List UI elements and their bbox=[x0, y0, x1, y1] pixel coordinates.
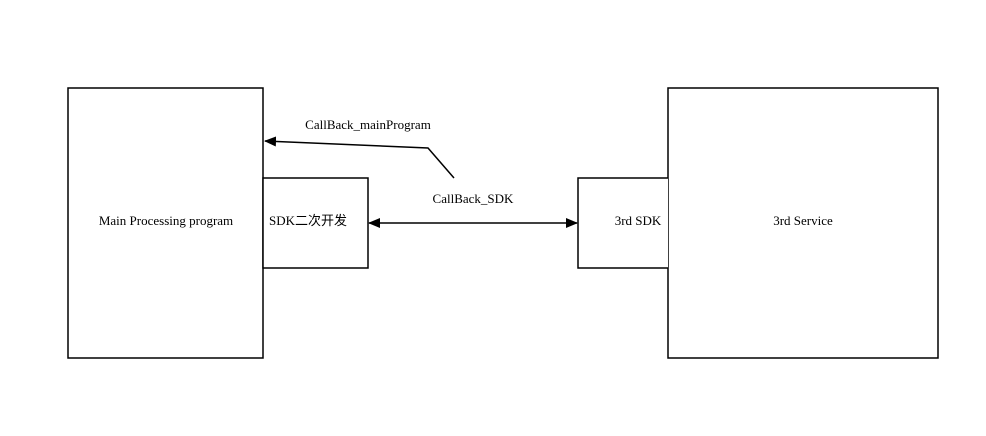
callback-main-arrow bbox=[264, 136, 455, 179]
third-service-label: 3rd Service bbox=[773, 213, 833, 228]
third-sdk-box bbox=[577, 177, 668, 269]
main-program-label: Main Processing program bbox=[98, 213, 234, 228]
sdk-dev-box bbox=[262, 177, 369, 269]
callback-sdk-label: CallBack_SDK bbox=[432, 191, 514, 206]
sdk-dev-label: SDK二次开发 bbox=[268, 213, 348, 228]
third-sdk-label: 3rd SDK bbox=[614, 213, 662, 228]
main-program-box bbox=[67, 87, 264, 359]
third-service-box bbox=[667, 87, 939, 359]
callback-main-label: CallBack_mainProgram bbox=[305, 117, 431, 132]
